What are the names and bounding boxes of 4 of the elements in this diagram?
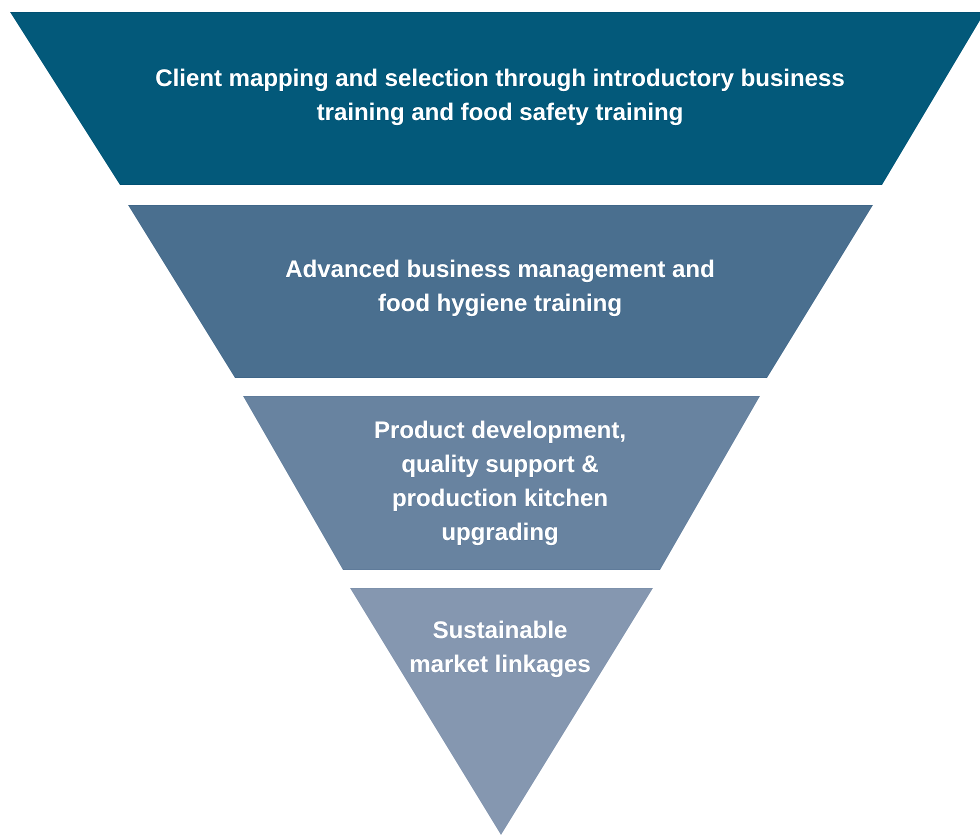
band-label: Product development, quality support & production kitchen upgrading xyxy=(372,416,628,548)
band-label: Client mapping and selection through introductory business training and food safety training xyxy=(154,64,846,128)
band-label: Sustainable market linkages xyxy=(408,616,592,680)
band-label: Advanced business management and food hygiene training xyxy=(284,255,716,319)
